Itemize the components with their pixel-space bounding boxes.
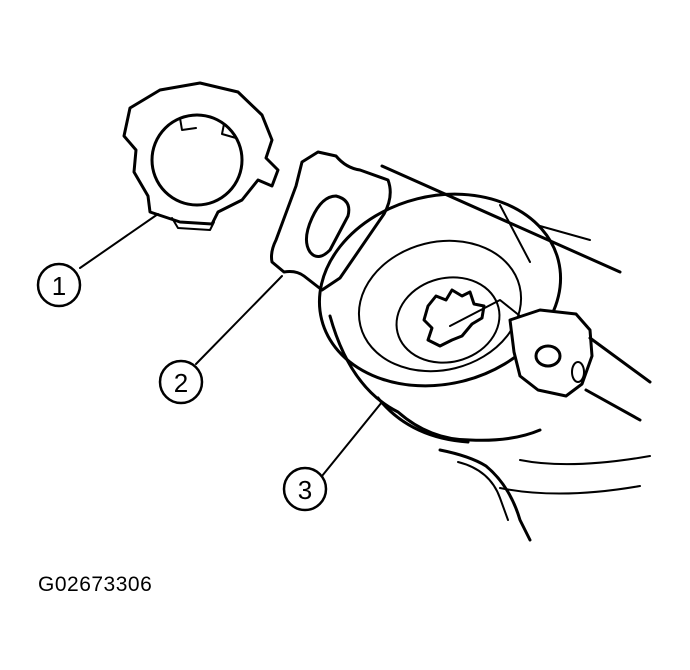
leader-line-3: [321, 401, 383, 477]
callout-3-label: 3: [298, 475, 312, 505]
housing-part: [317, 164, 652, 542]
callout-2-label: 2: [174, 368, 188, 398]
gasket-part: [270, 150, 392, 292]
leader-line-2: [195, 275, 283, 365]
retainer-ring-part: [122, 81, 280, 231]
callout-1: 1: [36, 262, 82, 308]
callout-3: 3: [282, 466, 328, 512]
figure-id: G02673306: [38, 573, 153, 596]
callout-2: 2: [158, 359, 204, 405]
callout-1-label: 1: [52, 271, 66, 301]
leader-line-1: [79, 213, 159, 269]
